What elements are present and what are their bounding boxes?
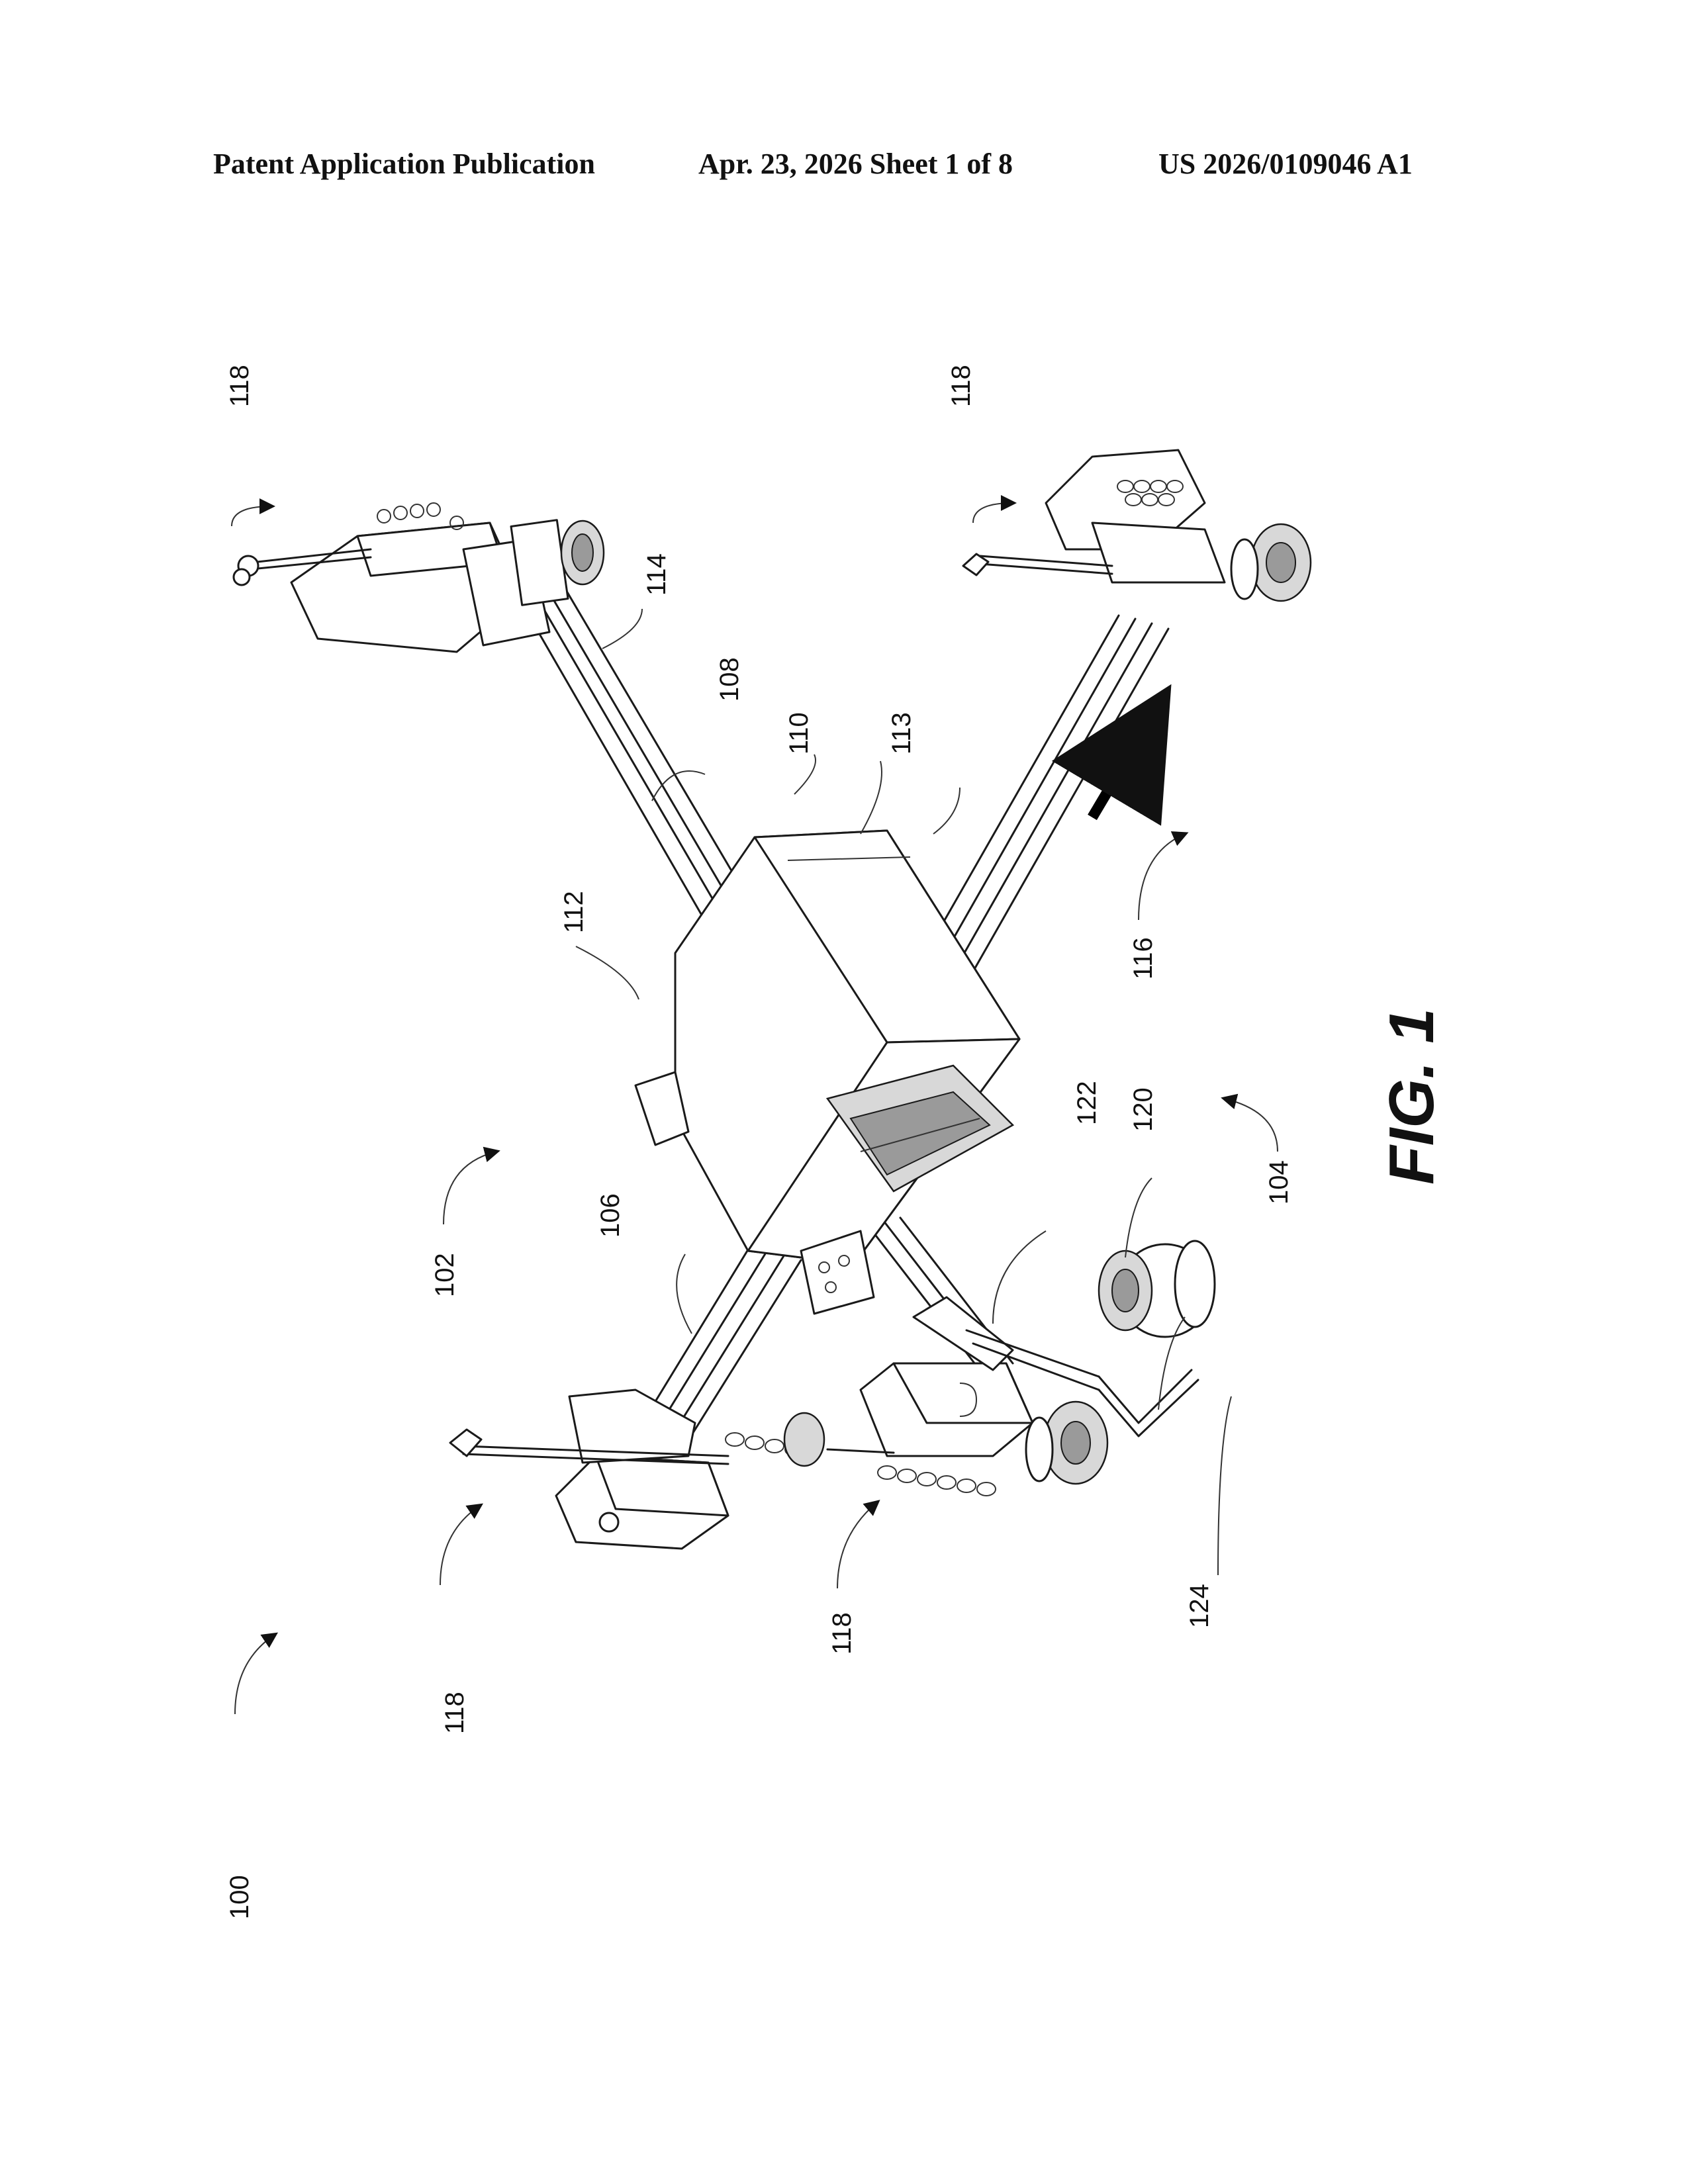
ref-106: 106 xyxy=(596,1193,625,1238)
ref-113: 113 xyxy=(887,712,916,754)
ref-118-bottom-middle: 118 xyxy=(827,1612,857,1655)
ref-114: 114 xyxy=(642,553,671,596)
ref-118-top-right: 118 xyxy=(947,365,976,407)
module-118-top-left xyxy=(234,503,604,652)
ref-122: 122 xyxy=(1072,1081,1102,1125)
module-118-bottom-left xyxy=(450,1390,824,1549)
ref-118-top-left: 118 xyxy=(225,365,254,407)
ref-110: 110 xyxy=(784,712,814,754)
central-hub xyxy=(635,831,1019,1314)
ref-100: 100 xyxy=(225,1875,254,1919)
ref-124: 124 xyxy=(1185,1584,1214,1628)
ref-112: 112 xyxy=(559,891,588,933)
ref-118-bottom-left: 118 xyxy=(440,1692,469,1734)
module-118-top-right xyxy=(963,450,1311,601)
ref-108: 108 xyxy=(715,657,744,702)
ref-120: 120 xyxy=(1129,1087,1158,1132)
ref-102: 102 xyxy=(430,1253,459,1297)
ref-104: 104 xyxy=(1264,1160,1293,1205)
ref-116: 116 xyxy=(1129,937,1158,979)
module-118-bottom-middle xyxy=(827,1363,1107,1496)
direction-arrow xyxy=(1092,711,1155,817)
figure-label: FIG. 1 xyxy=(1376,1008,1447,1185)
